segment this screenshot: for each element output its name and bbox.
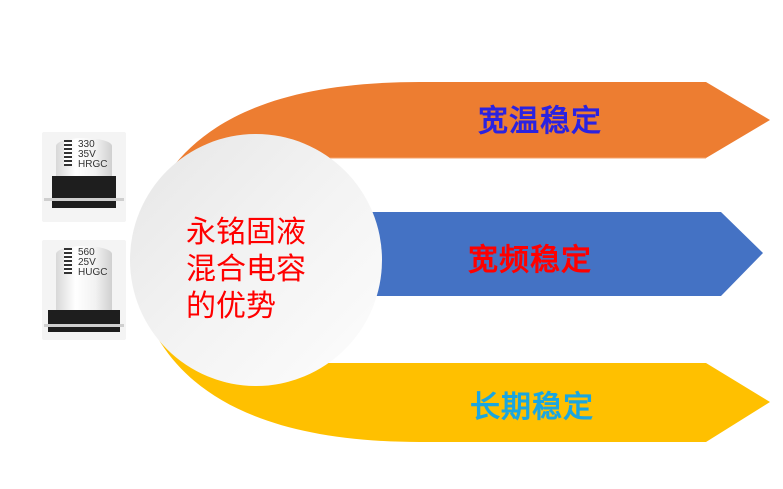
center-title: 永铭固液 混合电容 的优势	[186, 214, 346, 325]
center-circle	[130, 134, 382, 386]
arrow-label-wide-frequency: 宽频稳定	[468, 243, 592, 278]
arrow-long-term	[140, 296, 770, 442]
arrow-label-long-term: 长期稳定	[470, 390, 594, 425]
center-title-line-3: 的优势	[186, 289, 276, 324]
arrow-label-wide-temperature: 宽温稳定	[478, 104, 602, 139]
capacitor-marking: 560 25V HUGC	[78, 247, 108, 278]
arrow-wide-frequency	[370, 212, 763, 296]
brand-mark-icon	[64, 140, 72, 166]
capacitor-marking: 330 35V HRGC	[78, 139, 108, 170]
capacitor-image-hrgc: 330 35V HRGC	[42, 132, 126, 222]
center-title-line-1: 永铭固液	[186, 215, 306, 250]
brand-mark-icon	[64, 248, 72, 274]
center-title-line-2: 混合电容	[186, 252, 306, 287]
capacitor-image-hugc: 560 25V HUGC	[42, 240, 126, 340]
arrow-wide-temperature	[140, 82, 770, 232]
